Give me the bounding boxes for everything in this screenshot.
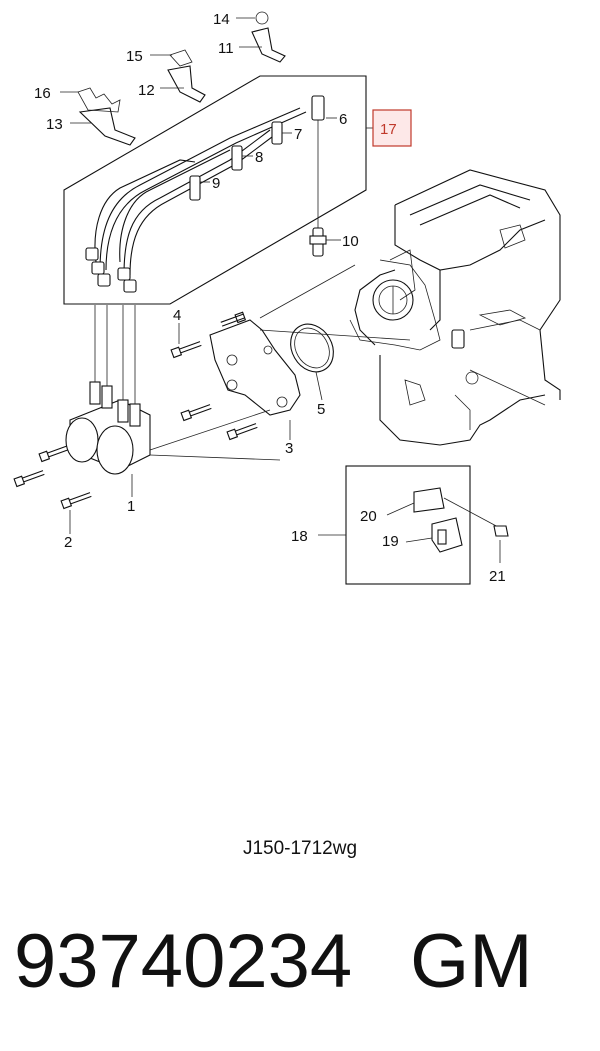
callout-8: 8 <box>255 149 263 166</box>
drawing-code: J150-1712wg <box>242 838 358 859</box>
o-ring-5 <box>290 323 334 373</box>
callout-17-box <box>372 109 412 147</box>
cable-set-frame <box>63 75 367 305</box>
callout-7: 7 <box>294 126 302 143</box>
callout-13: 13 <box>46 116 63 133</box>
sensor-box-18 <box>345 465 509 585</box>
parts-diagram: 14 11 15 12 16 13 6 7 8 9 10 17 4 5 3 1 … <box>13 11 561 585</box>
callout-9: 9 <box>212 175 220 192</box>
leader-lines <box>60 17 501 563</box>
callout-15: 15 <box>126 48 143 65</box>
spark-plug-10 <box>309 227 327 257</box>
callout-10: 10 <box>342 233 359 250</box>
part-number: 93740234 <box>14 919 353 1004</box>
ignition-coil-1 <box>65 305 281 475</box>
part-line: 93740234 GM <box>14 918 533 1005</box>
callout-12: 12 <box>138 82 155 99</box>
callout-2: 2 <box>64 534 72 551</box>
callout-17: 17 <box>380 121 397 138</box>
callout-18: 18 <box>291 528 308 545</box>
callout-3: 3 <box>285 440 293 457</box>
callout-6: 6 <box>339 111 347 128</box>
cable-clips <box>77 11 286 146</box>
callout-19: 19 <box>382 533 399 550</box>
brand: GM <box>410 919 533 1004</box>
ignition-cables <box>85 95 325 293</box>
callout-21: 21 <box>489 568 506 585</box>
callout-16: 16 <box>34 85 51 102</box>
callout-4: 4 <box>173 307 181 324</box>
callout-14: 14 <box>213 11 230 28</box>
callout-20: 20 <box>360 508 377 525</box>
callout-labels: 14 11 15 12 16 13 6 7 8 9 10 17 4 5 3 1 … <box>34 11 506 585</box>
bracket-3 <box>149 319 301 451</box>
engine-block <box>259 169 561 446</box>
bolts <box>13 311 258 510</box>
callout-11: 11 <box>218 40 234 57</box>
callout-5: 5 <box>317 401 325 418</box>
callout-1: 1 <box>127 498 135 515</box>
